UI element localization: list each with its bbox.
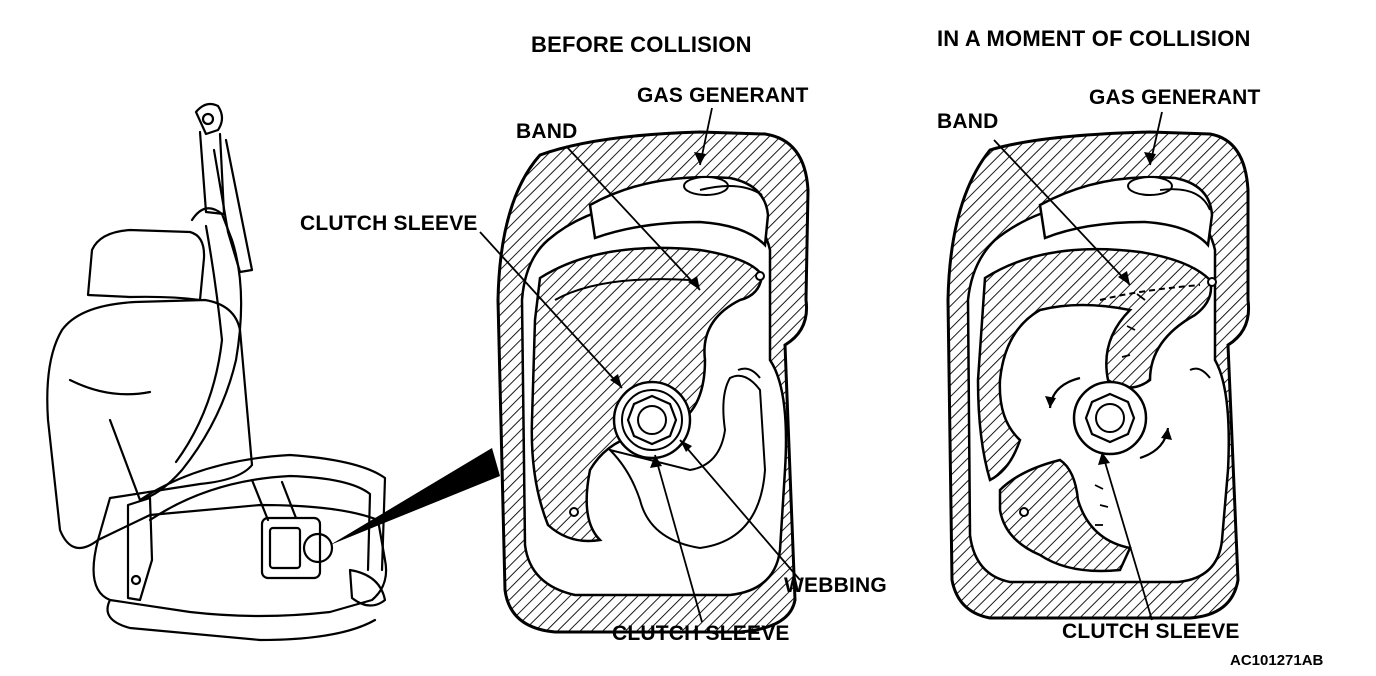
- gas-chamber-before: [588, 175, 770, 248]
- label-webbing: WEBBING: [784, 574, 887, 597]
- retractor: [260, 516, 322, 580]
- band-lower-during: [998, 458, 1132, 573]
- pretensioner-before: [496, 130, 810, 634]
- seat-cushion: [92, 503, 388, 618]
- band-during: [976, 247, 1213, 482]
- upper-anchor: [194, 102, 224, 136]
- label-clutch-sleeve-before-top: CLUTCH SLEEVE: [300, 212, 478, 235]
- figure-code: AC101271AB: [1230, 652, 1324, 669]
- seat-back: [46, 298, 254, 550]
- seat-headrest: [86, 228, 206, 302]
- shoulder-belt: [138, 207, 243, 502]
- gas-chamber-during: [1038, 175, 1214, 248]
- callout-wedge: [330, 448, 500, 545]
- lap-belt: [138, 453, 387, 572]
- title-moment-of-collision: IN A MOMENT OF COLLISION: [937, 26, 1251, 51]
- arrowheads-before: [610, 152, 706, 468]
- label-clutch-sleeve-during: CLUTCH SLEEVE: [1062, 620, 1240, 643]
- label-clutch-sleeve-before-bottom: CLUTCH SLEEVE: [612, 622, 790, 645]
- pretensioner-during: [946, 130, 1251, 620]
- leaders-before: [479, 107, 801, 623]
- label-gas-generant-before: GAS GENERANT: [637, 84, 809, 107]
- label-band-before: BAND: [516, 120, 578, 143]
- seat-illustration: [46, 102, 388, 642]
- arrowheads-during: [1098, 152, 1156, 465]
- title-before-collision: BEFORE COLLISION: [531, 32, 752, 57]
- label-band-during: BAND: [937, 110, 999, 133]
- buckle: [126, 496, 154, 602]
- label-gas-generant-during: GAS GENERANT: [1089, 86, 1261, 109]
